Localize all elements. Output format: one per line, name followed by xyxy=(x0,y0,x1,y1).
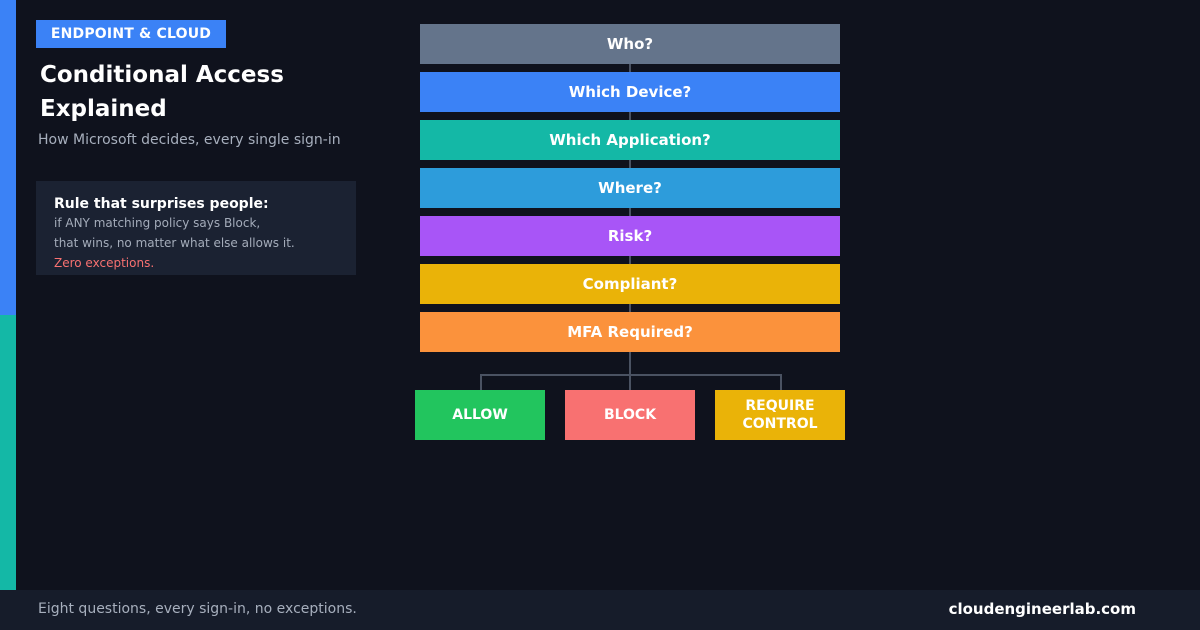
step-mfa-required: MFA Required? xyxy=(420,312,840,352)
footer-bar: Eight questions, every sign-in, no excep… xyxy=(0,590,1200,630)
note-emphasis: Zero exceptions. xyxy=(54,256,155,270)
outcome-require-line-2: CONTROL xyxy=(742,416,818,432)
accent-bar-blue xyxy=(0,0,16,315)
outcome-allow: ALLOW xyxy=(415,390,545,440)
category-tag: ENDPOINT & CLOUD xyxy=(36,20,226,48)
outcome-block: BLOCK xyxy=(565,390,695,440)
outcome-require-line-1: REQUIRE xyxy=(745,398,815,414)
step-who: Who? xyxy=(420,24,840,64)
branch-connector-horizontal xyxy=(480,374,782,376)
page-title: Conditional Access Explained xyxy=(40,58,380,126)
footer-tagline: Eight questions, every sign-in, no excep… xyxy=(38,601,357,617)
step-compliant: Compliant? xyxy=(420,264,840,304)
note-heading: Rule that surprises people: xyxy=(54,196,269,212)
branch-connector-block xyxy=(629,374,631,390)
flow-connector-line xyxy=(629,44,631,374)
branch-connector-allow xyxy=(480,374,482,390)
step-which-application: Which Application? xyxy=(420,120,840,160)
step-which-device: Which Device? xyxy=(420,72,840,112)
outcome-block-label: BLOCK xyxy=(603,407,657,423)
note-line-1: if ANY matching policy says Block, xyxy=(54,216,261,230)
step-where: Where? xyxy=(420,168,840,208)
outcome-require-control: REQUIRE CONTROL xyxy=(715,390,845,440)
accent-bar-teal xyxy=(0,315,16,590)
page-subtitle: How Microsoft decides, every single sign… xyxy=(38,132,341,148)
footer-brand: cloudengineerlab.com xyxy=(948,600,1136,618)
title-line-1: Conditional Access xyxy=(40,62,284,88)
step-risk: Risk? xyxy=(420,216,840,256)
rule-note-card: Rule that surprises people: if ANY match… xyxy=(36,181,356,275)
title-line-2: Explained xyxy=(40,96,167,122)
branch-connector-require xyxy=(780,374,782,390)
note-line-2: that wins, no matter what else allows it… xyxy=(54,236,295,250)
outcome-allow-label: ALLOW xyxy=(452,407,508,423)
